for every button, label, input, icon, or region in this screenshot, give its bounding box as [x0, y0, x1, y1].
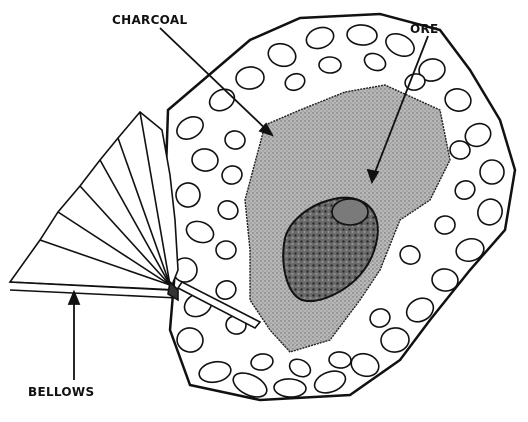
ore-label: ORE — [410, 22, 439, 36]
stone — [216, 241, 236, 259]
bellows-label: BELLOWS — [28, 385, 94, 399]
stone — [434, 215, 455, 234]
charcoal-label: CHARCOAL — [112, 13, 187, 27]
stone — [319, 57, 341, 73]
stone — [480, 160, 504, 184]
